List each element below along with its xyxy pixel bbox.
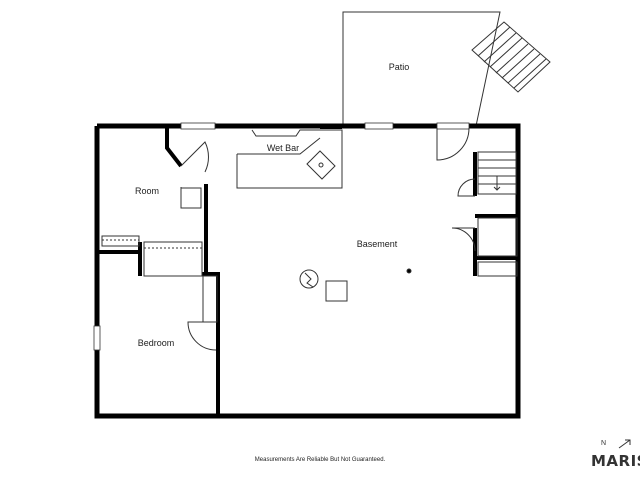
basement-fixtures xyxy=(180,187,412,302)
doors xyxy=(180,127,476,351)
maris-logo: MARIS xyxy=(591,452,640,470)
basement-label: Basement xyxy=(357,239,398,249)
compass-label: N xyxy=(601,440,607,447)
disclaimer: Measurements Are Reliable But Not Guaran… xyxy=(254,457,386,463)
bedroom-label: Bedroom xyxy=(138,338,175,348)
windows xyxy=(93,122,470,351)
wet-bar-counter xyxy=(236,129,343,189)
interior-walls xyxy=(97,127,517,416)
exterior-walls xyxy=(94,123,521,419)
room-label: Room xyxy=(135,186,159,196)
partitions xyxy=(101,217,518,323)
patio-outline xyxy=(342,11,501,127)
wet-bar-label: Wet Bar xyxy=(267,143,299,153)
patio-label: Patio xyxy=(389,62,410,72)
exterior-stairs xyxy=(471,21,551,93)
interior-stairs xyxy=(477,151,517,195)
north-arrow-icon xyxy=(618,439,631,449)
